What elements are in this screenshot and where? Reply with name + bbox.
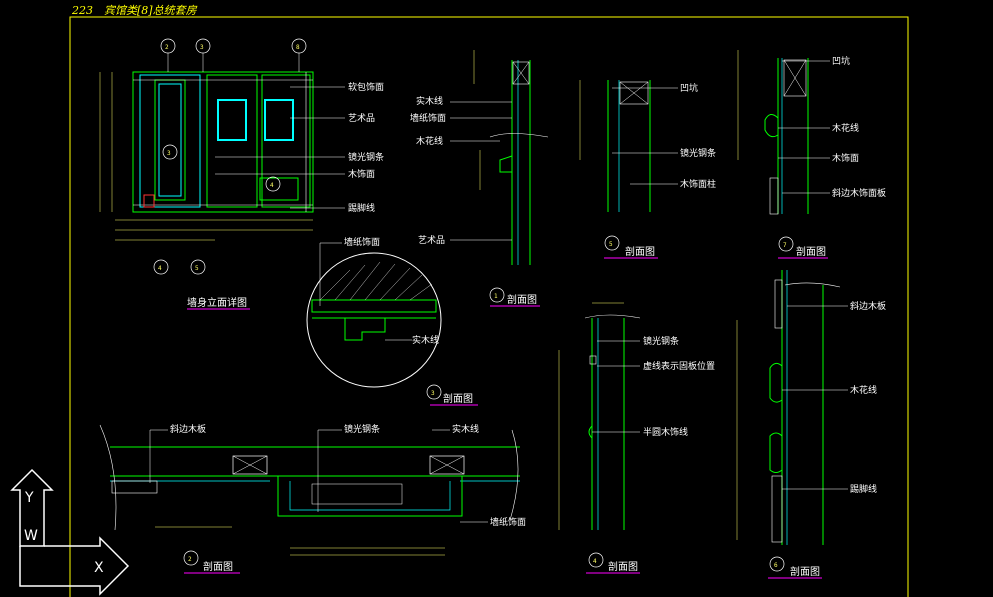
section-1-label-4: 艺术品 [418, 234, 445, 246]
section-1-caption: 剖面图 [507, 293, 537, 306]
elev-mark-4: 3 [167, 150, 171, 157]
section-4-label-3: 半圆木饰线 [643, 426, 688, 438]
section-4-caption: 剖面图 [608, 560, 638, 573]
section-7-label-4: 斜边木饰面板 [832, 187, 886, 199]
elevation-caption: 墙身立面详图 [187, 296, 247, 309]
page-number: 223 [71, 4, 93, 17]
elev-mark-5: 4 [270, 182, 274, 189]
elev-mark-2: 3 [200, 44, 204, 51]
drawing-frame [69, 16, 909, 597]
section-2-label-1: 斜边木板 [170, 423, 206, 435]
section-7-label-3: 木饰面 [832, 152, 859, 164]
elev-label-3: 镜光钢条 [348, 151, 384, 163]
section-7-label-1: 凹坑 [832, 55, 850, 67]
wall-elevation: 软包饰面 艺术品 镜光钢条 木饰面 踢脚线 2 3 8 3 4 4 5 [99, 38, 384, 275]
section-4-mark: 4 [593, 558, 597, 565]
section-2-caption: 剖面图 [203, 560, 233, 573]
section-6-caption: 剖面图 [790, 565, 820, 578]
section-5-label-1: 凹坑 [680, 82, 698, 94]
section-1-label-3: 木花线 [416, 135, 443, 147]
section-6-mark: 6 [774, 562, 778, 569]
section-2-label-2: 镜光钢条 [344, 423, 380, 435]
section-7-label-2: 木花线 [832, 122, 859, 134]
drawing-title: 宾馆类[8]总统套房 [104, 4, 198, 17]
elev-label-5: 踢脚线 [348, 202, 375, 214]
section-1-mark: 1 [494, 293, 498, 300]
elev-mark-1: 2 [165, 44, 169, 51]
section-1-label-1: 实木线 [416, 95, 443, 107]
ucs-icon: Y W X [10, 468, 130, 596]
section-7-caption: 剖面图 [796, 245, 826, 258]
elev-mark-3: 8 [296, 44, 300, 51]
elev-mark-6: 4 [158, 265, 162, 272]
detail-mark: 3 [431, 390, 435, 397]
elev-label-1: 软包饰面 [348, 81, 384, 93]
detail-label-2: 实木线 [412, 334, 439, 346]
section-2-label-3: 实木线 [452, 423, 479, 435]
ucs-w-label: W [24, 528, 38, 544]
section-4: 4 [558, 302, 641, 568]
section-2-mark: 2 [188, 556, 192, 563]
section-4-label-2: 虚线表示固板位置 [643, 360, 715, 372]
section-5: 5 [579, 80, 678, 251]
section-5-label-3: 木饰面柱 [680, 178, 716, 190]
section-2: 2 [99, 424, 520, 566]
section-5-label-2: 镜光钢条 [680, 147, 716, 159]
elev-label-2: 艺术品 [348, 112, 375, 124]
section-6-label-1: 斜边木板 [850, 300, 886, 312]
section-7: 7 [737, 50, 830, 252]
detail-circle: 3 [306, 242, 442, 400]
section-6-label-2: 木花线 [850, 384, 877, 396]
section-1-label-2: 墙纸饰面 [410, 112, 446, 124]
section-2-label-4: 墙纸饰面 [490, 516, 526, 528]
section-7-mark: 7 [783, 242, 787, 249]
section-5-caption: 剖面图 [625, 245, 655, 258]
section-1: 1 [450, 50, 549, 303]
section-4-label-1: 镜光钢条 [643, 335, 679, 347]
section-5-mark: 5 [609, 241, 613, 248]
ucs-y-label: Y [24, 490, 34, 506]
detail-label-1: 墙纸饰面 [344, 236, 380, 248]
elev-mark-7: 5 [195, 265, 199, 272]
section-6: 6 [736, 270, 848, 572]
ucs-x-label: X [94, 560, 104, 576]
detail-caption: 剖面图 [443, 392, 473, 405]
section-6-label-3: 踢脚线 [850, 483, 877, 495]
elev-label-4: 木饰面 [348, 168, 375, 180]
